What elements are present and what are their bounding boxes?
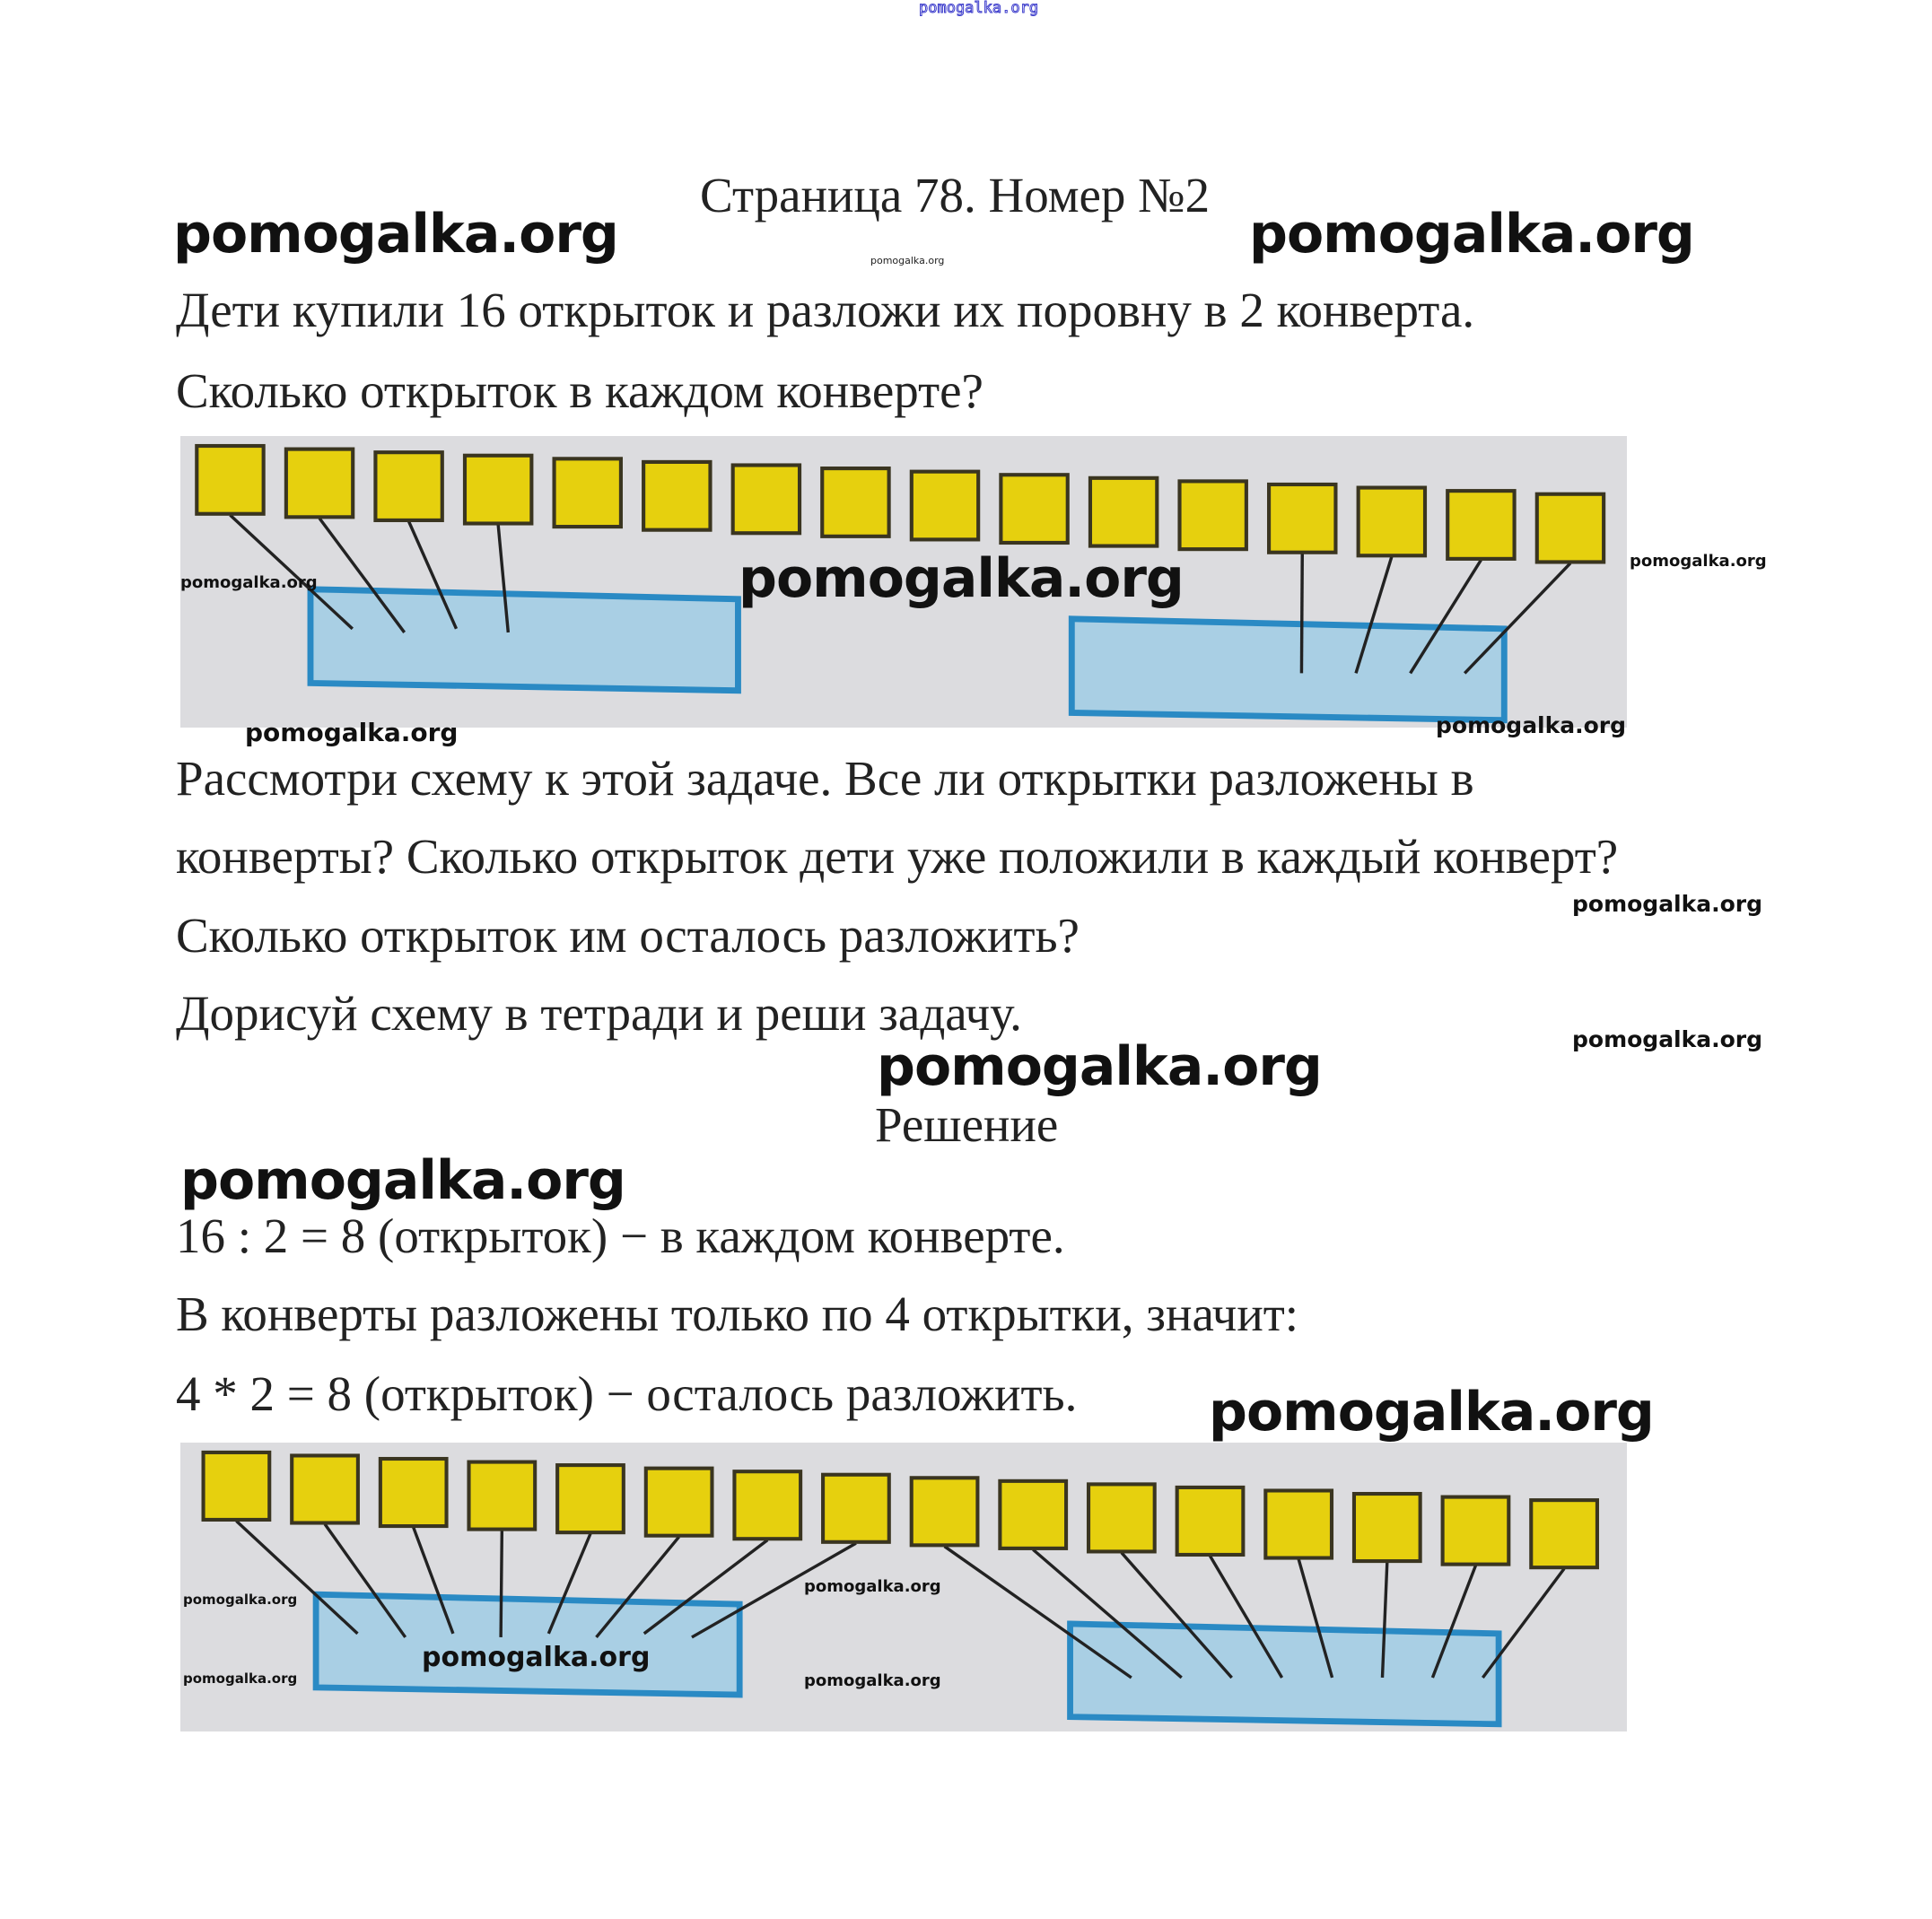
watermark: pomogalka.org bbox=[183, 1592, 298, 1608]
card-link-line bbox=[1409, 559, 1482, 675]
envelope-left bbox=[312, 1591, 743, 1698]
postcard-square bbox=[552, 457, 623, 529]
postcard-square bbox=[1529, 1498, 1599, 1570]
postcard-square bbox=[909, 469, 981, 542]
card-link-line bbox=[318, 517, 407, 633]
card-link-line bbox=[1430, 1565, 1478, 1679]
card-link-line bbox=[1380, 1562, 1389, 1679]
postcard-square bbox=[467, 1460, 538, 1531]
card-link-line bbox=[499, 1530, 504, 1637]
card-link-line bbox=[1354, 556, 1394, 674]
task-line: Сколько открыток в каждом конверте? bbox=[176, 363, 983, 418]
question-line: Рассмотри схему к этой задаче. Все ли от… bbox=[176, 751, 1474, 806]
card-link-line bbox=[691, 1541, 857, 1639]
postcard-square bbox=[820, 467, 891, 538]
watermark: pomogalka.org bbox=[1249, 203, 1695, 266]
watermark-top: pomogalka.org bbox=[918, 0, 1039, 17]
watermark: pomogalka.org bbox=[877, 1035, 1323, 1098]
postcard-square bbox=[1175, 1485, 1246, 1557]
solution-line: 4 * 2 = 8 (открыток) − осталось разложит… bbox=[176, 1366, 1078, 1421]
solution-line: 16 : 2 = 8 (открыток) − в каждом конверт… bbox=[176, 1208, 1065, 1263]
watermark: pomogalka.org bbox=[1572, 1026, 1763, 1052]
watermark: pomogalka.org bbox=[422, 1642, 651, 1673]
task-line: Дети купили 16 открыток и разложи их пор… bbox=[176, 283, 1475, 337]
question-line: Сколько открыток им осталось разложить? bbox=[176, 908, 1080, 963]
watermark: pomogalka.org bbox=[180, 1149, 626, 1212]
postcard-square bbox=[378, 1456, 449, 1529]
envelope-left bbox=[307, 586, 741, 694]
postcard-square bbox=[821, 1472, 891, 1544]
postcard-square bbox=[1446, 489, 1517, 561]
postcard-square bbox=[373, 450, 444, 522]
postcard-square bbox=[1356, 485, 1428, 558]
watermark: pomogalka.org bbox=[870, 255, 945, 266]
postcard-square bbox=[195, 443, 266, 516]
card-link-line bbox=[323, 1522, 407, 1638]
card-link-line bbox=[407, 520, 459, 630]
card-link-line bbox=[546, 1532, 592, 1635]
card-link-line bbox=[1481, 1567, 1566, 1679]
watermark: pomogalka.org bbox=[1209, 1381, 1655, 1444]
postcard-square bbox=[1267, 482, 1338, 554]
postcard-square bbox=[732, 1470, 803, 1541]
postcard-square bbox=[1086, 1482, 1157, 1554]
watermark: pomogalka.org bbox=[183, 1670, 298, 1687]
postcard-square bbox=[999, 473, 1070, 545]
card-link-line bbox=[235, 1520, 359, 1636]
card-link-line bbox=[1463, 562, 1572, 675]
card-link-line bbox=[1209, 1555, 1284, 1679]
card-link-line bbox=[1120, 1551, 1233, 1679]
card-link-line bbox=[643, 1539, 769, 1636]
postcard-square bbox=[909, 1476, 980, 1548]
watermark: pomogalka.org bbox=[180, 573, 318, 592]
postcard-square bbox=[1534, 492, 1606, 564]
solution-heading: Решение bbox=[875, 1097, 1059, 1152]
postcard-square bbox=[1440, 1495, 1511, 1566]
postcard-square bbox=[1351, 1491, 1422, 1564]
card-link-line bbox=[229, 513, 354, 631]
card-link-line bbox=[595, 1535, 680, 1639]
watermark: pomogalka.org bbox=[1436, 712, 1627, 738]
card-link-line bbox=[1032, 1548, 1183, 1679]
postcard-square bbox=[462, 453, 534, 526]
postcard-square bbox=[643, 1466, 714, 1538]
watermark: pomogalka.org bbox=[1630, 552, 1767, 571]
postcard-square bbox=[1177, 479, 1248, 552]
question-line: Дорисуй схему в тетради и реши задачу. bbox=[176, 986, 1022, 1041]
postcard-square bbox=[730, 463, 802, 536]
watermark: pomogalka.org bbox=[804, 1671, 941, 1690]
question-line: конверты? Сколько открыток дети уже поло… bbox=[176, 829, 1619, 884]
postcard-square bbox=[284, 447, 355, 519]
envelope-right bbox=[1067, 1620, 1502, 1728]
envelope-right bbox=[1068, 615, 1508, 724]
watermark: pomogalka.org bbox=[739, 547, 1185, 610]
card-link-line bbox=[943, 1545, 1132, 1679]
card-link-line bbox=[496, 524, 511, 633]
postcard-square bbox=[1088, 475, 1159, 548]
watermark: pomogalka.org bbox=[245, 718, 459, 747]
watermark: pomogalka.org bbox=[1572, 891, 1763, 917]
postcard-square bbox=[998, 1479, 1069, 1550]
solution-line: В конверты разложены только по 4 открытк… bbox=[176, 1287, 1299, 1341]
diagram-solution bbox=[180, 1443, 1627, 1731]
postcard-square bbox=[1263, 1488, 1334, 1560]
card-link-line bbox=[1299, 554, 1304, 674]
postcard-square bbox=[201, 1450, 272, 1522]
postcard-square bbox=[555, 1463, 625, 1535]
postcard-square bbox=[290, 1453, 360, 1525]
postcard-square bbox=[642, 459, 712, 532]
diagram-problem bbox=[180, 436, 1627, 728]
watermark: pomogalka.org bbox=[173, 203, 619, 266]
page-title: Страница 78. Номер №2 bbox=[700, 168, 1211, 222]
card-link-line bbox=[1297, 1558, 1334, 1679]
card-link-line bbox=[412, 1526, 455, 1635]
watermark: pomogalka.org bbox=[804, 1577, 941, 1596]
